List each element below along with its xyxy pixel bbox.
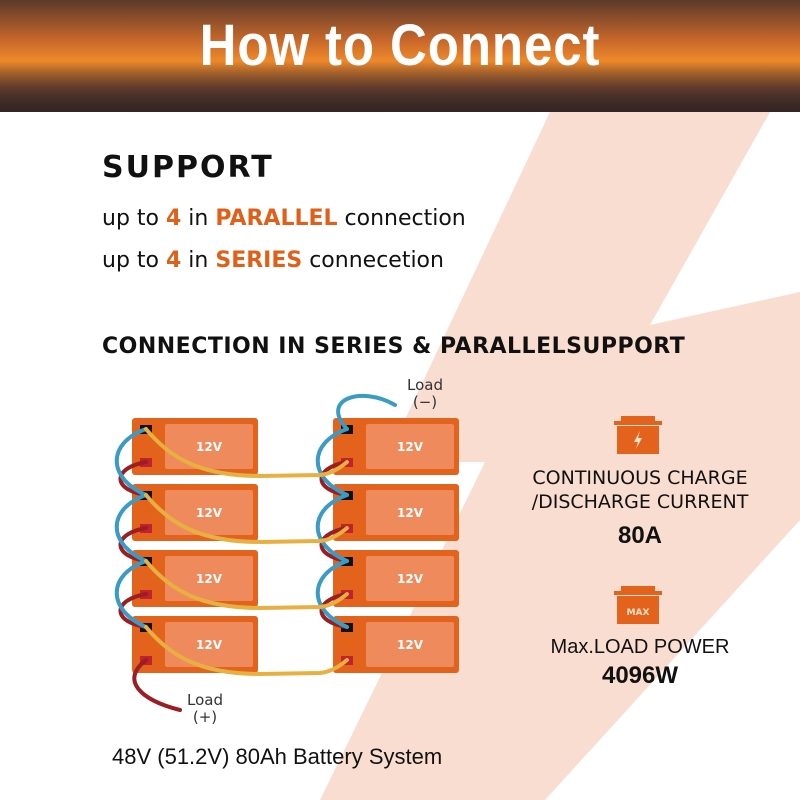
current-value: 80A bbox=[617, 522, 663, 549]
load-power-value: 4096W bbox=[601, 662, 679, 689]
battery-max-icon: MAX bbox=[614, 586, 662, 624]
battery-bolt-icon bbox=[614, 416, 662, 454]
svg-text:MAX: MAX bbox=[627, 608, 650, 618]
battery-voltage-label: 12V bbox=[165, 556, 253, 601]
battery-voltage-label: 12V bbox=[165, 424, 253, 469]
battery: 12V bbox=[132, 616, 258, 673]
battery-voltage-label: 12V bbox=[165, 622, 253, 667]
battery: 12V bbox=[333, 550, 459, 607]
load-negative-wire bbox=[336, 393, 397, 431]
support-heading: SUPPORT bbox=[102, 150, 274, 185]
battery: 12V bbox=[132, 418, 258, 475]
battery-voltage-label: 12V bbox=[165, 490, 253, 535]
negative-wire bbox=[114, 427, 148, 497]
link-wire bbox=[144, 427, 349, 479]
load-power-label: Max.LOAD POWER bbox=[550, 636, 730, 658]
current-label: CONTINUOUS CHARGE/DISCHARGE CURRENT bbox=[531, 467, 749, 513]
positive-wire bbox=[118, 460, 148, 497]
positive-wire bbox=[319, 592, 349, 629]
negative-wire bbox=[315, 493, 349, 563]
diagram-heading: CONNECTION IN SERIES & PARALLELSUPPORT bbox=[102, 334, 686, 359]
negative-wire bbox=[315, 427, 349, 497]
link-wire bbox=[144, 559, 349, 611]
battery-voltage-label: 12V bbox=[366, 424, 454, 469]
battery: 12V bbox=[132, 484, 258, 541]
page-title: How to Connect bbox=[199, 13, 601, 78]
negative-wire bbox=[315, 559, 349, 629]
positive-wire bbox=[319, 526, 349, 563]
link-wire bbox=[144, 625, 349, 677]
load-positive-label: Load(+) bbox=[187, 691, 223, 726]
load-positive-wire bbox=[132, 658, 182, 712]
series-line: up to 4 in SERIES connecetion bbox=[102, 248, 444, 273]
battery-voltage-label: 12V bbox=[366, 622, 454, 667]
load-negative-label: Load(−) bbox=[407, 376, 443, 411]
battery: 12V bbox=[333, 616, 459, 673]
battery: 12V bbox=[333, 484, 459, 541]
header-hills bbox=[0, 60, 800, 112]
system-caption: 48V (51.2V) 80Ah Battery System bbox=[112, 744, 443, 769]
link-wire bbox=[144, 493, 349, 545]
parallel-line: up to 4 in PARALLEL connection bbox=[102, 206, 466, 231]
negative-wire bbox=[114, 559, 148, 629]
positive-wire bbox=[118, 526, 148, 563]
negative-wire bbox=[114, 493, 148, 563]
positive-wire bbox=[319, 460, 349, 497]
battery: 12V bbox=[333, 418, 459, 475]
positive-wire bbox=[118, 592, 148, 629]
battery-voltage-label: 12V bbox=[366, 490, 454, 535]
battery-voltage-label: 12V bbox=[366, 556, 454, 601]
